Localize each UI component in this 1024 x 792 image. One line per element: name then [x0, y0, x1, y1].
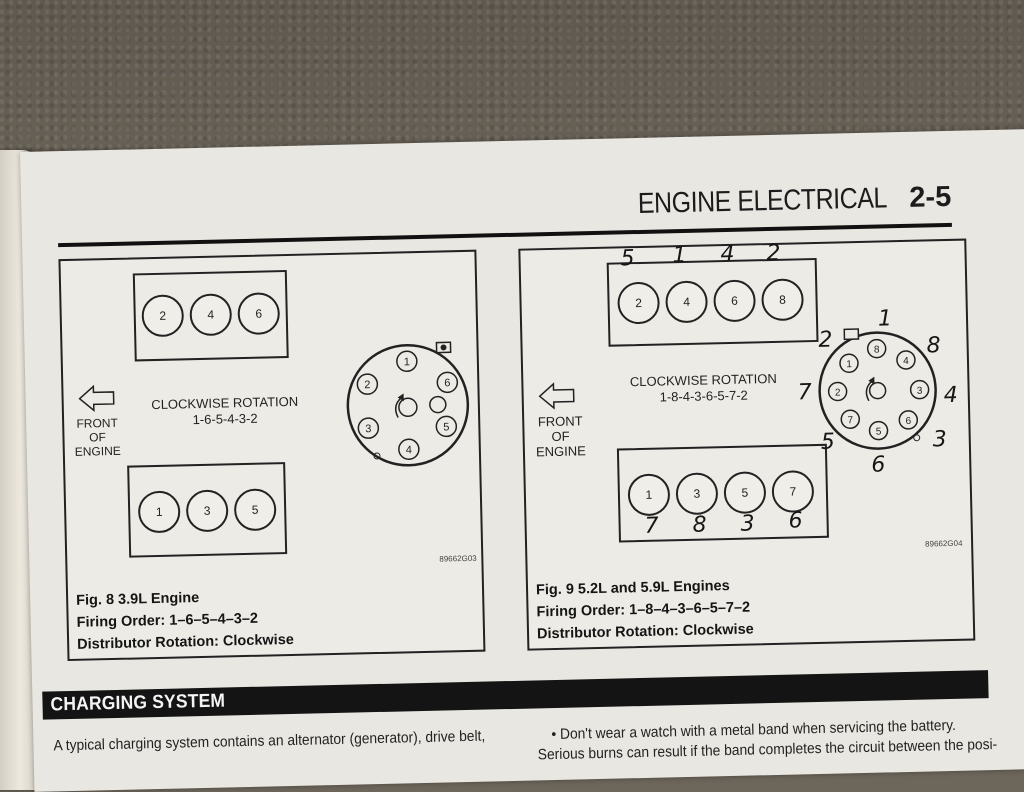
terminal-3: [357, 417, 380, 439]
figure-id: 89662G04: [925, 538, 963, 549]
cylinder: 8: [761, 278, 805, 322]
firing-order-diagram: 1-8-4-3-6-5-7-2: [659, 387, 748, 405]
front-arrow-icon: [538, 382, 575, 410]
cylinder: 5: [233, 488, 277, 532]
manual-page: ENGINE ELECTRICAL 2-5 2 4 6 FRONT OF ENGI…: [20, 129, 1024, 792]
handwritten-number: 8: [692, 512, 707, 538]
cylinder: 7: [771, 470, 815, 514]
cylinder: 6: [237, 292, 281, 336]
terminal-label: 2: [835, 387, 841, 398]
page-header: ENGINE ELECTRICAL 2-5: [581, 181, 952, 229]
firing-order-diagram: 1-6-5-4-3-2: [192, 410, 258, 428]
body-text-left: A typical charging system contains an al…: [53, 727, 486, 755]
caption-rotation: Distributor Rotation: Clockwise: [536, 621, 754, 643]
terminal-label: 6: [444, 377, 450, 389]
figure-8: 2 4 6 FRONT OF ENGINE CLOCKWISE ROTATION…: [58, 249, 486, 662]
front-label-line: OF: [551, 428, 570, 445]
front-label-line: FRONT: [76, 415, 118, 431]
cylinder: 2: [141, 294, 185, 338]
caption-firing-order: Firing Order: 1–6–5–4–3–2: [76, 610, 259, 631]
front-of-engine-label: FRONT OF ENGINE: [72, 416, 123, 459]
cylinder: 1: [627, 473, 671, 517]
figure-id: 89662G03: [439, 553, 477, 564]
terminal-6: [436, 371, 459, 394]
handwritten-number: 4: [720, 241, 735, 268]
cylinder: 3: [185, 489, 229, 533]
caption-title: Fig. 8 3.9L Engine: [76, 590, 200, 609]
terminal-label: 2: [364, 379, 370, 391]
terminal-label: 4: [903, 356, 909, 367]
handwritten-number: 4: [943, 382, 959, 409]
handwritten-number: 3: [932, 427, 948, 453]
terminal-label: 3: [917, 386, 923, 397]
cylinder: 6: [713, 279, 757, 323]
cylinder: 1: [137, 490, 181, 534]
terminal-5: [435, 415, 458, 438]
handwritten-number: 2: [766, 240, 781, 267]
figure-9: 2 4 6 8 5 1 4 2 FRONT OF ENGINE CLOCKWIS…: [518, 238, 976, 651]
terminal-label: 3: [365, 423, 371, 435]
caption-firing-order: Firing Order: 1–8–4–3–6–5–7–2: [536, 599, 751, 621]
terminal-1: [396, 350, 418, 373]
terminal-4: [398, 438, 420, 461]
handwritten-number: 5: [620, 246, 635, 272]
handwritten-number: 8: [926, 333, 941, 359]
charging-system-heading: CHARGING SYSTEM: [50, 690, 226, 716]
cylinder-bank-top: 2 4 6 8: [606, 257, 819, 347]
handwritten-number: 5: [820, 429, 836, 455]
front-of-engine-label: FRONT OF ENGINE: [532, 413, 589, 459]
front-label-line: ENGINE: [535, 443, 587, 460]
terminal-2: [356, 373, 379, 395]
front-label-line: FRONT: [537, 413, 583, 430]
caption-title: Fig. 9 5.2L and 5.9L Engines: [535, 578, 730, 599]
caption-rotation: Distributor Rotation: Clockwise: [77, 631, 295, 653]
terminal-label: 1: [404, 356, 410, 368]
terminal-label: 8: [874, 345, 880, 356]
section-title: ENGINE ELECTRICAL: [637, 182, 888, 220]
terminal-label: 1: [846, 359, 852, 370]
terminal-label: 5: [876, 427, 882, 438]
terminal-label: 7: [847, 415, 853, 426]
terminal-label: 5: [443, 421, 449, 433]
front-label-line: ENGINE: [74, 443, 121, 459]
terminal-label: 4: [406, 444, 412, 456]
handwritten-number: 2: [818, 327, 833, 353]
cylinder: 5: [723, 471, 767, 515]
cylinder-bank-top: 2 4 6: [132, 269, 289, 362]
cylinder: 3: [675, 472, 719, 516]
front-arrow-icon: [78, 384, 115, 413]
distributor-cap-diagram: 1 6 5 4 3 2: [346, 341, 470, 467]
cylinder: 2: [617, 281, 661, 325]
terminal-label: 6: [905, 416, 911, 427]
page-number: 2-5: [908, 180, 952, 214]
section-heading-bar: CHARGING SYSTEM: [42, 670, 989, 720]
cylinder-bank-bottom: 1 3 5: [127, 462, 288, 558]
handwritten-number: 6: [871, 452, 886, 478]
cylinder: 4: [665, 280, 709, 324]
distributor-cap-diagram: 8 4 3 6 5 7 2 1: [818, 328, 937, 450]
handwritten-number: 1: [877, 306, 893, 332]
front-label-line: OF: [88, 430, 106, 445]
handwritten-number: 3: [740, 511, 755, 537]
handwritten-number: 7: [644, 513, 659, 539]
cylinder: 4: [189, 293, 233, 337]
handwritten-number: 7: [797, 380, 812, 406]
handwritten-number: 6: [788, 508, 803, 534]
handwritten-number: 1: [672, 242, 687, 269]
